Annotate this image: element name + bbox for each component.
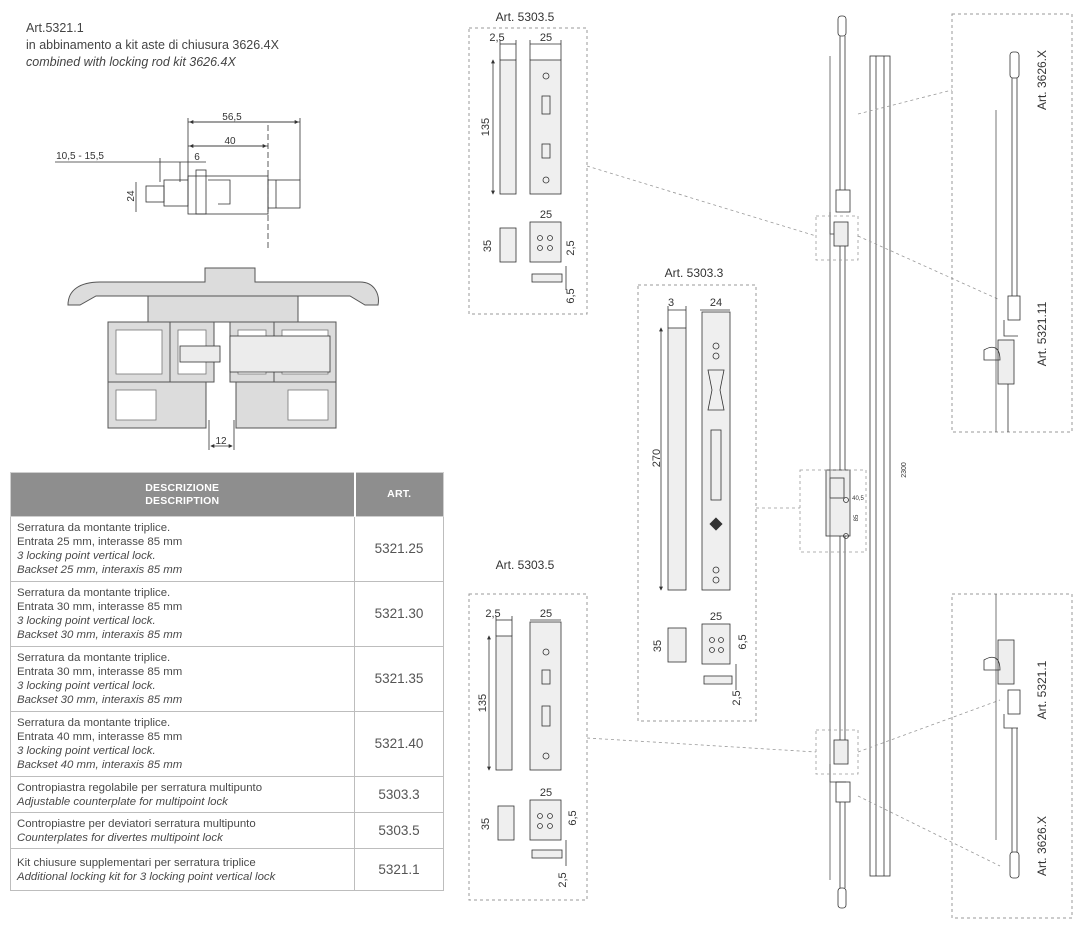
header-article: Art.5321.1 bbox=[26, 21, 84, 35]
row-art: 5321.30 bbox=[354, 581, 444, 647]
table-row: Contropiastre per deviatori serratura mu… bbox=[10, 812, 444, 849]
label-5321-1: Art. 5321.1 bbox=[1035, 660, 1049, 719]
dim-25-d: 25 bbox=[540, 608, 552, 620]
box-5303-5-top bbox=[468, 27, 588, 315]
header-combined-en: combined with locking rod kit 3626.4X bbox=[26, 55, 236, 69]
label-3626x-top: Art. 3626.X bbox=[1035, 50, 1049, 110]
header-combined-it: in abbinamento a kit aste di chiusura 36… bbox=[26, 38, 279, 52]
dim-35-c: 35 bbox=[480, 818, 492, 830]
spec-table: DESCRIZIONE DESCRIPTION ART. Serratura d… bbox=[10, 472, 444, 891]
dim-135-a: 135 bbox=[480, 118, 492, 136]
dim-40-5: 40,5 bbox=[852, 496, 864, 502]
row-art: 5321.1 bbox=[354, 848, 444, 891]
table-row: Serratura da montante triplice. Entrata … bbox=[10, 581, 444, 647]
row-description: Contropiastre per deviatori serratura mu… bbox=[10, 812, 355, 849]
dim-25-c: 25 bbox=[710, 611, 722, 623]
row-description: Serratura da montante triplice. Entrata … bbox=[10, 581, 355, 647]
dim-25-b: 25 bbox=[540, 209, 552, 221]
box-5303-5-bottom bbox=[468, 593, 588, 901]
dim-85: 85 bbox=[854, 514, 860, 521]
row-description: Kit chiusure supplementari per serratura… bbox=[10, 848, 355, 891]
row-description: Serratura da montante triplice. Entrata … bbox=[10, 711, 355, 777]
dim-25-a: 25 bbox=[540, 32, 552, 44]
table-header-row: DESCRIZIONE DESCRIPTION ART. bbox=[10, 472, 444, 517]
profile-inner bbox=[115, 329, 331, 421]
dim-25-e: 25 bbox=[540, 787, 552, 799]
table-row: Serratura da montante triplice. Entrata … bbox=[10, 646, 444, 712]
dim-6-5-b: 6,5 bbox=[737, 634, 749, 649]
label-5303-3: Art. 5303.3 bbox=[665, 266, 724, 280]
dim-135-b: 135 bbox=[477, 694, 489, 712]
dim-12: 12 bbox=[215, 436, 227, 447]
dim-35-b: 35 bbox=[652, 640, 664, 652]
dim-10-5-15-5: 10,5 - 15,5 bbox=[56, 151, 104, 162]
dim-2-5-e: 2,5 bbox=[557, 872, 569, 887]
lock-side-detail bbox=[55, 118, 301, 250]
table-row: Kit chiusure supplementari per serratura… bbox=[10, 848, 444, 891]
box-5303-3 bbox=[637, 284, 757, 722]
row-art: 5303.3 bbox=[354, 776, 444, 813]
page-header: Art.5321.1 in abbinamento a kit aste di … bbox=[26, 20, 279, 71]
row-description: Serratura da montante triplice. Entrata … bbox=[10, 516, 355, 582]
dim-6-5-a: 6,5 bbox=[565, 288, 577, 303]
dim-270: 270 bbox=[651, 449, 663, 467]
label-5321-11: Art. 5321.11 bbox=[1035, 301, 1049, 366]
profile-section bbox=[67, 267, 379, 429]
label-3626x-bottom: Art. 3626.X bbox=[1035, 816, 1049, 876]
box-kit-top bbox=[951, 13, 1073, 433]
row-art: 5321.35 bbox=[354, 646, 444, 712]
dim-2-5-a: 2,5 bbox=[489, 32, 504, 44]
col-header-art: ART. bbox=[354, 472, 444, 517]
dim-6-5-c: 6,5 bbox=[567, 810, 579, 825]
dim-40: 40 bbox=[224, 136, 236, 147]
dim-35-a: 35 bbox=[482, 240, 494, 252]
dim-2-5-d: 2,5 bbox=[485, 608, 500, 620]
dim-24-b: 24 bbox=[710, 297, 722, 309]
dim-2-5-b: 2,5 bbox=[565, 240, 577, 255]
table-row: Contropiastra regolabile per serratura m… bbox=[10, 776, 444, 813]
dim-3: 3 bbox=[668, 297, 674, 309]
row-art: 5321.40 bbox=[354, 711, 444, 777]
col-header-description: DESCRIZIONE DESCRIPTION bbox=[10, 472, 356, 517]
label-5303-5-bottom: Art. 5303.5 bbox=[496, 558, 555, 572]
row-description: Contropiastra regolabile per serratura m… bbox=[10, 776, 355, 813]
dim-2300: 2300 bbox=[901, 462, 908, 478]
dim-24: 24 bbox=[126, 190, 137, 202]
table-row: Serratura da montante triplice. Entrata … bbox=[10, 711, 444, 777]
dim-6: 6 bbox=[194, 152, 200, 163]
dim-56-5: 56,5 bbox=[222, 112, 242, 123]
row-art: 5321.25 bbox=[354, 516, 444, 582]
table-row: Serratura da montante triplice. Entrata … bbox=[10, 516, 444, 582]
label-5303-5-top: Art. 5303.5 bbox=[496, 10, 555, 24]
box-kit-bottom bbox=[951, 593, 1073, 919]
row-description: Serratura da montante triplice. Entrata … bbox=[10, 646, 355, 712]
dim-2-5-c: 2,5 bbox=[731, 690, 743, 705]
row-art: 5303.5 bbox=[354, 812, 444, 849]
rod-assembly bbox=[825, 15, 891, 909]
